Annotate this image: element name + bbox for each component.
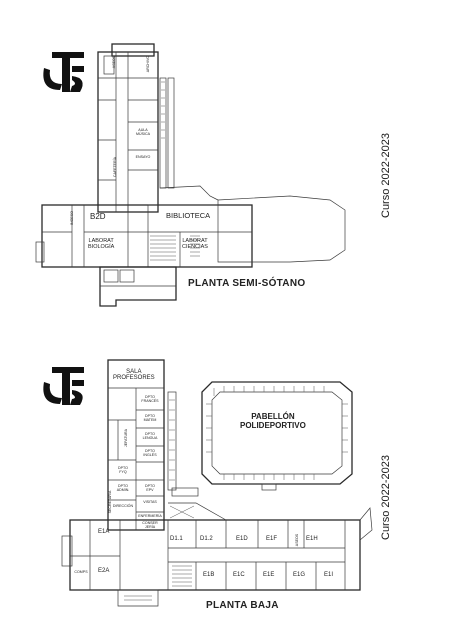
room-biblioteca: BIBLIOTECA xyxy=(166,211,211,220)
plan-title-planta-baja: PLANTA BAJA xyxy=(206,600,279,611)
plan-title-semi-sotano: PLANTA SEMI-SÓTANO xyxy=(188,278,306,289)
room-comps: COMPS xyxy=(74,570,88,574)
room-e1f: E1F xyxy=(266,536,278,542)
room-dpto-lengua: DPTO LENGUA xyxy=(142,432,158,440)
room-enfermeria: ENFERMERÍA xyxy=(138,514,162,518)
room-e1b: E1B xyxy=(203,572,215,578)
room-dpto-ingles: DPTO INGLÉS xyxy=(143,449,157,457)
room-e1i: E1I xyxy=(324,572,334,578)
room-conserjeria: CONSER JERÍA xyxy=(142,521,158,529)
room-e1d: E1D xyxy=(236,536,248,542)
room-secretaria: SECRETARÍA xyxy=(108,490,112,514)
room-e2a: E2A xyxy=(98,568,110,574)
room-ingeso: INGESO xyxy=(70,211,74,225)
room-aula-musica: AULA MÚSICA xyxy=(136,128,150,136)
room-ensayo: ENSAYO xyxy=(135,155,151,159)
room-archivo: ARCHIVO xyxy=(146,55,150,73)
course-label-bottom: Curso 2022-2023 xyxy=(380,454,392,540)
room-d1-2: D1.2 xyxy=(200,536,213,542)
room-lab-ciencias: LABORAT CIENCIAS xyxy=(182,238,208,250)
room-sala-profesores: SALA PROFESORES xyxy=(113,369,155,381)
course-label-top: Curso 2022-2023 xyxy=(380,132,392,218)
room-visitas: VISITAS xyxy=(143,500,157,504)
plan-semi-sotano xyxy=(35,43,346,307)
room-jefatura: JEFATURA xyxy=(124,428,128,448)
room-dpto-fyq: DPTO FYQ xyxy=(118,466,128,474)
room-cafeteria: CAFETERÍA xyxy=(113,156,117,178)
room-e1e: E1E xyxy=(263,572,275,578)
room-dpto-matem: DPTO MATEM xyxy=(143,414,157,422)
plan-planta-baja xyxy=(61,359,373,607)
pabellon-polideportivo-label: PABELLÓN POLIDEPORTIVO xyxy=(240,412,306,430)
school-logo-top xyxy=(43,52,84,92)
room-lab-biologia: LABORAT BIOLOGÍA xyxy=(88,238,115,250)
room-aseos-bottom: ASEOS xyxy=(295,533,299,547)
room-e1h: E1H xyxy=(306,536,318,542)
school-logo-bottom xyxy=(43,367,84,405)
room-direccion: DIRECCIÓN xyxy=(112,504,134,508)
room-d1-1: D1.1 xyxy=(170,536,183,542)
room-dpto-epv: DPTO EPV xyxy=(145,484,155,492)
room-aseos-top: ASEOS xyxy=(112,55,116,69)
room-dpto-admin: DPTO ADMIN. xyxy=(116,484,130,492)
room-e1a: E1A xyxy=(98,529,110,535)
room-dpto-frances: DPTO FRANCÉS xyxy=(141,395,159,403)
room-b2d: B2D xyxy=(90,212,106,221)
room-e1g: E1G xyxy=(293,572,306,578)
room-e1c: E1C xyxy=(233,572,245,578)
